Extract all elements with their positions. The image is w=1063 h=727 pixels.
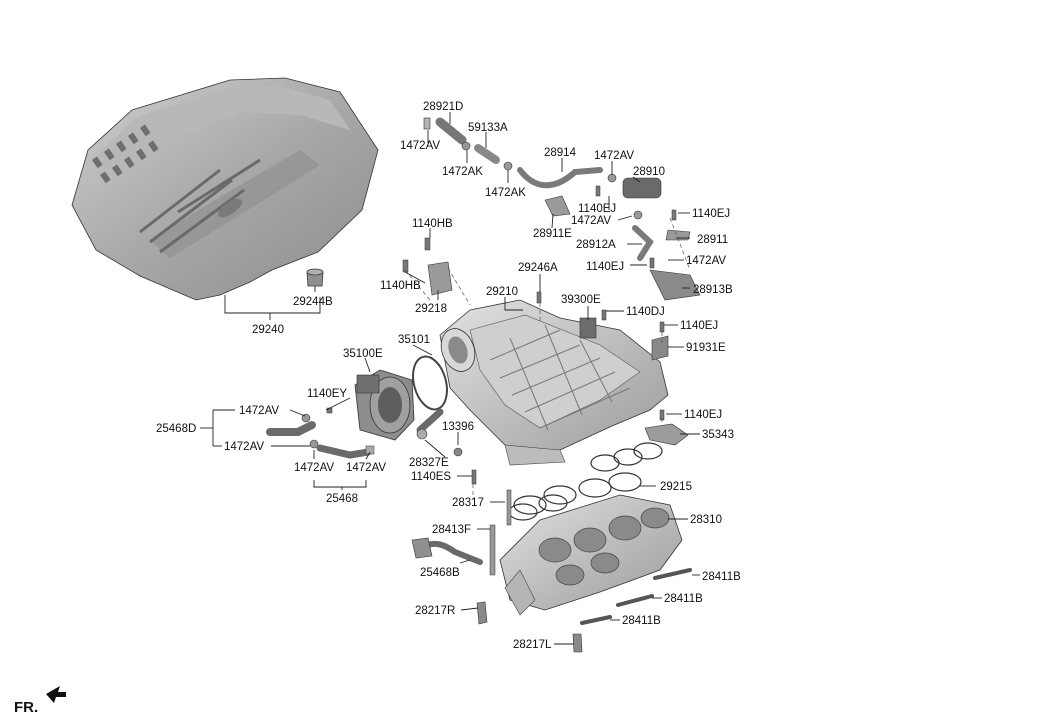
- label-39300E: 39300E: [561, 294, 601, 306]
- label-28310: 28310: [690, 514, 722, 526]
- sensor-39300E: [579, 317, 597, 339]
- lower-intake-manifold: [499, 494, 683, 616]
- label-1140EY: 1140EY: [307, 388, 347, 400]
- engine-cover: [71, 77, 379, 301]
- label-28411B-b: 28411B: [664, 593, 703, 605]
- dashed-lines: [404, 217, 691, 500]
- label-28411B-a: 28411B: [702, 571, 741, 583]
- label-1472AK-b: 1472AK: [485, 187, 526, 199]
- label-1140EJ-a: 1140EJ: [578, 203, 616, 215]
- label-1472AV-g: 1472AV: [294, 462, 334, 474]
- brackets-28217: [476, 601, 583, 653]
- part-labels: 28921D 1472AV 59133A 1472AK 1472AK 28914…: [14, 101, 741, 716]
- leader-lines: [200, 112, 700, 645]
- label-1472AK-a: 1472AK: [442, 166, 483, 178]
- label-29246A: 29246A: [518, 262, 558, 274]
- label-1140EJ-c: 1140EJ: [586, 261, 624, 273]
- label-59133A: 59133A: [468, 122, 508, 134]
- label-28411B-c: 28411B: [622, 615, 661, 627]
- label-1472AV-h: 1472AV: [346, 462, 386, 474]
- label-1140EJ-e: 1140EJ: [684, 409, 722, 421]
- hose-25468B: [411, 537, 483, 565]
- label-28914: 28914: [544, 147, 577, 159]
- label-29218: 29218: [415, 303, 447, 315]
- label-28913B: 28913B: [693, 284, 733, 296]
- cap-29244B: [306, 268, 324, 287]
- label-1472AV-b: 1472AV: [594, 150, 634, 162]
- label-29215: 29215: [660, 481, 692, 493]
- label-35100E: 35100E: [343, 348, 383, 360]
- label-1472AV-c: 1472AV: [571, 215, 611, 227]
- pcv-hoses: [423, 117, 701, 301]
- label-25468: 25468: [326, 493, 358, 505]
- label-1472AV-d: 1472AV: [686, 255, 726, 267]
- label-28413F: 28413F: [432, 524, 471, 536]
- label-1472AV-e: 1472AV: [239, 405, 279, 417]
- label-35101: 35101: [398, 334, 430, 346]
- label-1140HB-a: 1140HB: [412, 218, 453, 230]
- label-29210: 29210: [486, 286, 518, 298]
- label-1140DJ: 1140DJ: [626, 306, 665, 318]
- label-28217L: 28217L: [513, 639, 552, 651]
- label-91931E: 91931E: [686, 342, 726, 354]
- label-1140EJ-b: 1140EJ: [692, 208, 730, 220]
- fuel-rail-strips: [580, 568, 692, 625]
- label-28912A: 28912A: [576, 239, 616, 251]
- label-1140EJ-d: 1140EJ: [680, 320, 718, 332]
- label-13396: 13396: [442, 421, 474, 433]
- front-arrow-icon: [46, 686, 66, 703]
- front-direction-label: FR.: [14, 699, 38, 716]
- label-28921D: 28921D: [423, 101, 463, 113]
- intake-plenum: [439, 299, 669, 466]
- label-29244B: 29244B: [293, 296, 333, 308]
- hoses-25468: [266, 408, 463, 459]
- throttle-body: [354, 355, 448, 441]
- bracket-91931E: [651, 335, 669, 361]
- label-1140ES: 1140ES: [411, 471, 451, 483]
- label-1472AV-a: 1472AV: [400, 140, 440, 152]
- label-28911E: 28911E: [533, 228, 572, 240]
- label-28327E: 28327E: [409, 457, 449, 469]
- label-1140HB-b: 1140HB: [380, 280, 421, 292]
- label-28911: 28911: [697, 234, 728, 246]
- label-28217R: 28217R: [415, 605, 455, 617]
- bracket-35343: [644, 423, 689, 446]
- label-25468D: 25468D: [156, 423, 196, 435]
- label-29240: 29240: [252, 324, 284, 336]
- label-25468B: 25468B: [420, 567, 460, 579]
- label-28910: 28910: [633, 166, 665, 178]
- studs: [489, 489, 512, 576]
- bracket-29218: [427, 261, 453, 296]
- gaskets: [508, 442, 663, 521]
- label-1472AV-f: 1472AV: [224, 441, 264, 453]
- label-28317: 28317: [452, 497, 484, 509]
- label-35343: 35343: [702, 429, 734, 441]
